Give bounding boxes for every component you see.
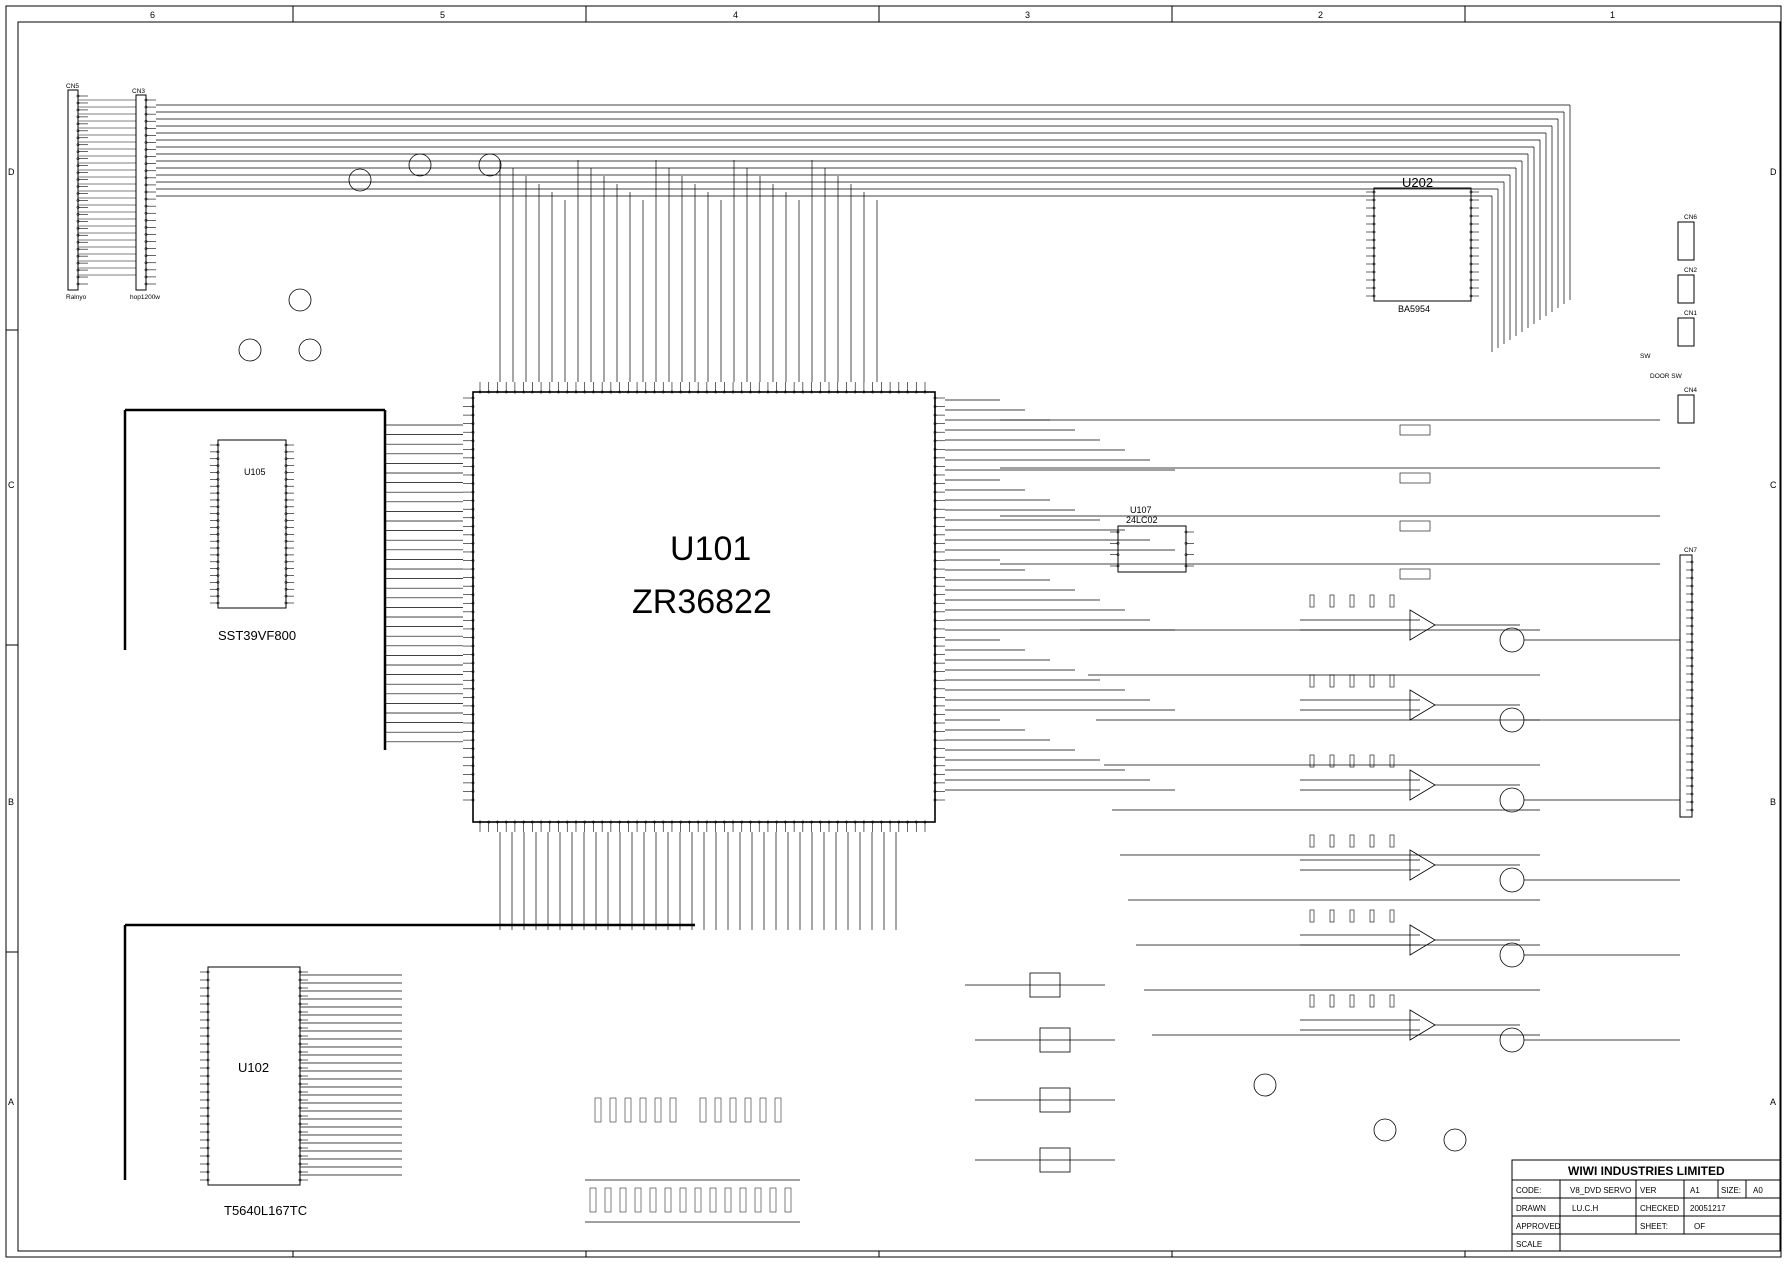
chip-u101: U101 ZR36822 (472, 391, 936, 823)
wiring (78, 99, 1680, 1223)
chip-u102: U102 T5640L167TC (207, 966, 307, 1218)
connector-cn5-ref: CN5 (66, 83, 79, 90)
drawing-size: A0 (1753, 1186, 1763, 1195)
connector-cn7: CN7 (1679, 547, 1697, 818)
column-marker: 6 (150, 10, 155, 20)
connector-cn2: CN2 (1677, 267, 1697, 304)
inner-frame (17, 21, 1781, 1252)
chip-u101-part: ZR36822 (632, 583, 772, 621)
connector-cn4: CN4 (1677, 387, 1697, 424)
column-marker: 1 (1610, 10, 1615, 20)
chip-u101-ref: U101 (670, 530, 751, 568)
svg-text:SHEET:: SHEET: (1640, 1222, 1668, 1231)
drawn-by: LU.C.H (1572, 1204, 1598, 1213)
svg-text:CN7: CN7 (1684, 547, 1697, 554)
row-marker: C (8, 480, 15, 490)
svg-text:APPROVED: APPROVED (1516, 1222, 1561, 1231)
company-name: WIWI INDUSTRIES LIMITED (1568, 1164, 1725, 1178)
row-marker: B (8, 797, 14, 807)
switch-sw: SW DOOR SW (1640, 353, 1683, 380)
row-marker: A (1770, 1097, 1776, 1107)
column-marker: 2 (1318, 10, 1323, 20)
row-marker: B (1770, 797, 1776, 807)
drawing-code: V8_DVD SERVO (1570, 1186, 1631, 1195)
svg-text:CN6: CN6 (1684, 214, 1697, 221)
connector-cn1: CN1 (1677, 310, 1697, 347)
chip-u202: U202 BA5954 (1373, 175, 1472, 314)
chip-u202-part: BA5954 (1398, 304, 1430, 314)
chip-u105: U105 SST39VF800 (217, 439, 296, 643)
chip-u102-ref: U102 (238, 1060, 269, 1075)
svg-text:CODE:: CODE: (1516, 1186, 1541, 1195)
svg-text:CN4: CN4 (1684, 387, 1697, 394)
svg-text:CHECKED: CHECKED (1640, 1204, 1679, 1213)
connector-cn3-ref: CN3 (132, 88, 145, 95)
chip-u107: U107 24LC02 (1117, 505, 1187, 573)
svg-text:OF: OF (1694, 1222, 1705, 1231)
drawing-version: A1 (1690, 1186, 1700, 1195)
svg-text:SW: SW (1640, 353, 1651, 360)
chip-u107-ref: U107 (1130, 505, 1152, 515)
chip-u105-ref: U105 (244, 467, 266, 477)
svg-text:VER: VER (1640, 1186, 1657, 1195)
svg-text:CN2: CN2 (1684, 267, 1697, 274)
connector-cn3-label: hop1200w (130, 294, 160, 301)
column-marker: 5 (440, 10, 445, 20)
svg-text:CN1: CN1 (1684, 310, 1697, 317)
svg-text:SCALE: SCALE (1516, 1240, 1542, 1249)
column-marker: 3 (1025, 10, 1030, 20)
svg-text:DOOR SW: DOOR SW (1650, 373, 1683, 380)
svg-text:SIZE:: SIZE: (1721, 1186, 1741, 1195)
row-marker: A (8, 1097, 14, 1107)
border-zone-markers: 6 5 4 3 2 1D D C C B B A A (6, 6, 1781, 1257)
chip-u107-part: 24LC02 (1126, 515, 1158, 525)
connector-cn5: CN5 Ralnyo (66, 83, 87, 301)
row-marker: D (8, 167, 15, 177)
row-marker: D (1770, 167, 1777, 177)
connector-cn6: CN6 (1677, 214, 1697, 261)
chip-u105-part: SST39VF800 (218, 628, 296, 643)
title-block: WIWI INDUSTRIES LIMITED CODE: V8_DVD SER… (1511, 1159, 1781, 1252)
chip-u102-part: T5640L167TC (224, 1203, 307, 1218)
row-marker: C (1770, 480, 1777, 490)
outer-frame (5, 5, 1782, 1258)
connector-cn3: CN3 hop1200w (130, 88, 160, 301)
column-marker: 4 (733, 10, 738, 20)
components (76, 94, 1694, 1213)
chip-u202-ref: U202 (1402, 175, 1433, 190)
drawing-date: 20051217 (1690, 1204, 1726, 1213)
connector-cn5-label: Ralnyo (66, 294, 87, 301)
svg-text:DRAWN: DRAWN (1516, 1204, 1546, 1213)
